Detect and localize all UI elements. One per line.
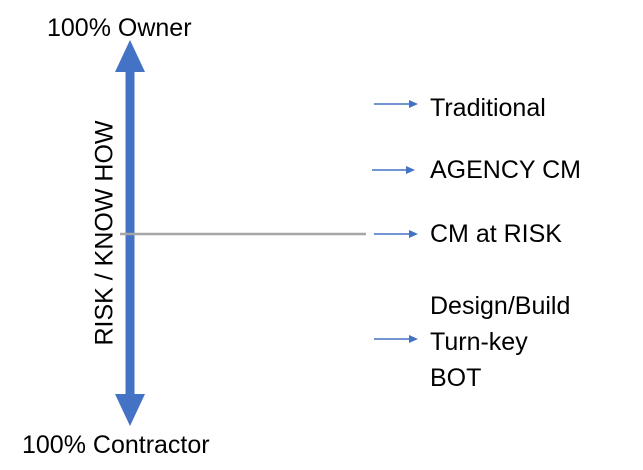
arrow-down-head bbox=[115, 394, 145, 426]
arrow-right-icon bbox=[374, 230, 418, 238]
category-line: BOT bbox=[430, 363, 482, 392]
category-design-build-group: Design/Build Turn-key BOT bbox=[430, 289, 570, 396]
bottom-label-contractor: 100% Contractor bbox=[22, 431, 210, 459]
category-line: Traditional bbox=[430, 94, 546, 122]
category-line: AGENCY CM bbox=[430, 156, 581, 184]
arrow-right-icon bbox=[374, 335, 418, 343]
axis-label-risk-know-how: RISK / KNOW HOW bbox=[90, 120, 119, 346]
category-line: Design/Build bbox=[430, 292, 571, 320]
top-label-owner: 100% Owner bbox=[47, 14, 192, 42]
category-line: Turn-key bbox=[430, 327, 528, 356]
category-traditional: Traditional bbox=[430, 91, 546, 127]
arrow-up-head bbox=[115, 40, 145, 72]
category-agency-cm: AGENCY CM bbox=[430, 153, 581, 189]
category-cm-at-risk: CM at RISK bbox=[430, 217, 562, 253]
small-arrows bbox=[372, 100, 418, 343]
arrow-right-icon bbox=[374, 100, 418, 108]
arrow-right-icon bbox=[372, 166, 415, 174]
category-line: CM at RISK bbox=[430, 220, 562, 248]
